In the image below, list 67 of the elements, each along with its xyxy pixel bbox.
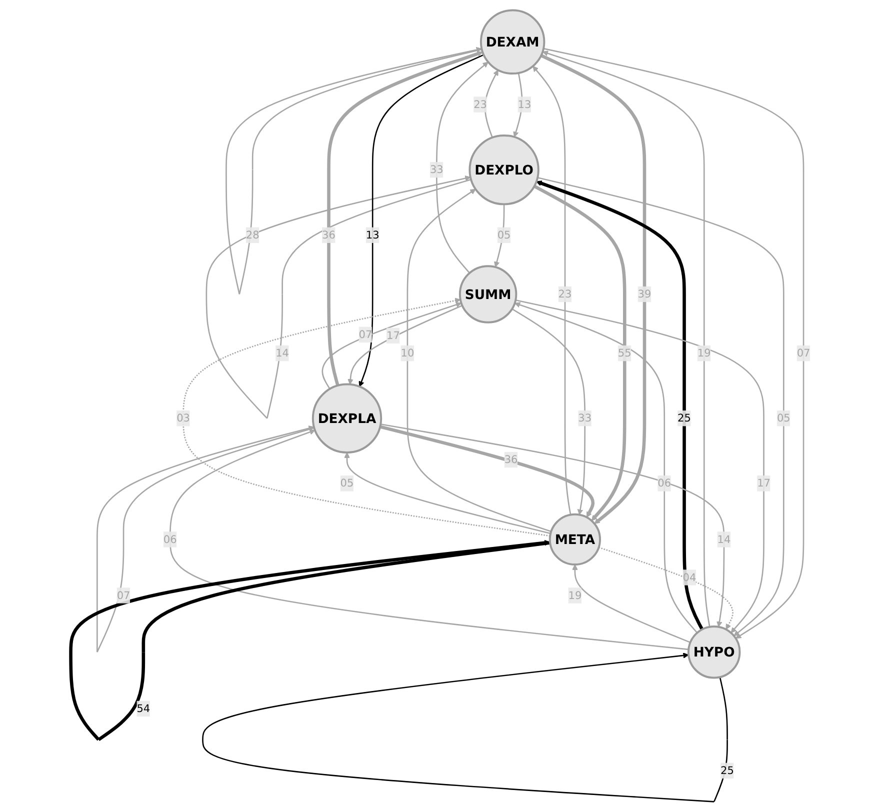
arrow (514, 302, 698, 634)
arrow (513, 72, 523, 138)
node-circle: SUMM (458, 265, 518, 324)
edge-label: 28 (246, 228, 260, 242)
edge-label: 54 (136, 702, 150, 715)
edge-label: 05 (340, 476, 354, 490)
edge-label: 14 (717, 532, 731, 546)
edge-label: 14 (276, 346, 290, 360)
node-circle: DEXPLA (312, 383, 382, 454)
edge-label: 33 (578, 412, 592, 424)
arrow (512, 308, 586, 516)
arrow (598, 546, 734, 630)
arrow (327, 51, 483, 386)
edge-label: 03 (176, 412, 190, 424)
edge-label: 05 (776, 412, 790, 424)
edge-label: 17 (386, 329, 400, 342)
edge-label: 23 (474, 98, 487, 110)
arrow (536, 180, 704, 630)
edge-label: 04 (682, 570, 696, 584)
node-circle: DEXAM (480, 9, 546, 75)
edge-label: 23 (558, 288, 572, 300)
edge-label: 07 (796, 346, 810, 360)
arrow (206, 175, 472, 419)
edge-label: 39 (638, 288, 652, 300)
edge-label: 10 (400, 346, 414, 360)
edge-label: 19 (568, 588, 582, 602)
arrow (380, 424, 725, 628)
arrow (537, 177, 784, 636)
edge-label: 55 (618, 346, 632, 360)
arrow (494, 204, 505, 268)
arrow (572, 564, 691, 644)
edge-label: 07 (116, 588, 130, 602)
arrow (348, 304, 463, 385)
node-circle: META (548, 513, 601, 566)
arrow (322, 302, 462, 390)
arrow (534, 184, 626, 521)
arrow (380, 425, 594, 518)
edge-label: 06 (658, 476, 672, 490)
arrow (96, 426, 314, 652)
arrow (226, 46, 482, 294)
edge-label: 36 (322, 228, 336, 242)
edge-label: 19 (697, 346, 711, 360)
edge-label: 05 (497, 228, 511, 242)
node-circle: HYPO (687, 625, 741, 679)
arrow (406, 188, 552, 532)
arrow (436, 62, 488, 274)
arrow (202, 652, 728, 802)
arrow (169, 429, 689, 650)
arrow (344, 452, 551, 534)
arrow (532, 66, 572, 515)
arrow (542, 50, 710, 627)
arrow (540, 54, 646, 524)
edge-label: 25 (678, 412, 691, 424)
edge-label: 33 (430, 163, 444, 176)
edge-label: 25 (720, 764, 734, 777)
arrow (182, 298, 550, 537)
arrow (69, 540, 550, 742)
edge-label: 17 (757, 476, 770, 490)
edge-label: 06 (163, 532, 177, 546)
edge-label: 36 (504, 453, 518, 466)
edge-label: 07 (358, 328, 372, 341)
arrow (358, 54, 484, 387)
edge-label: 13 (366, 228, 380, 242)
edge-label: 13 (518, 98, 532, 110)
arrow (543, 48, 804, 639)
arrow (515, 300, 764, 634)
node-circle: DEXPLO (468, 134, 540, 206)
